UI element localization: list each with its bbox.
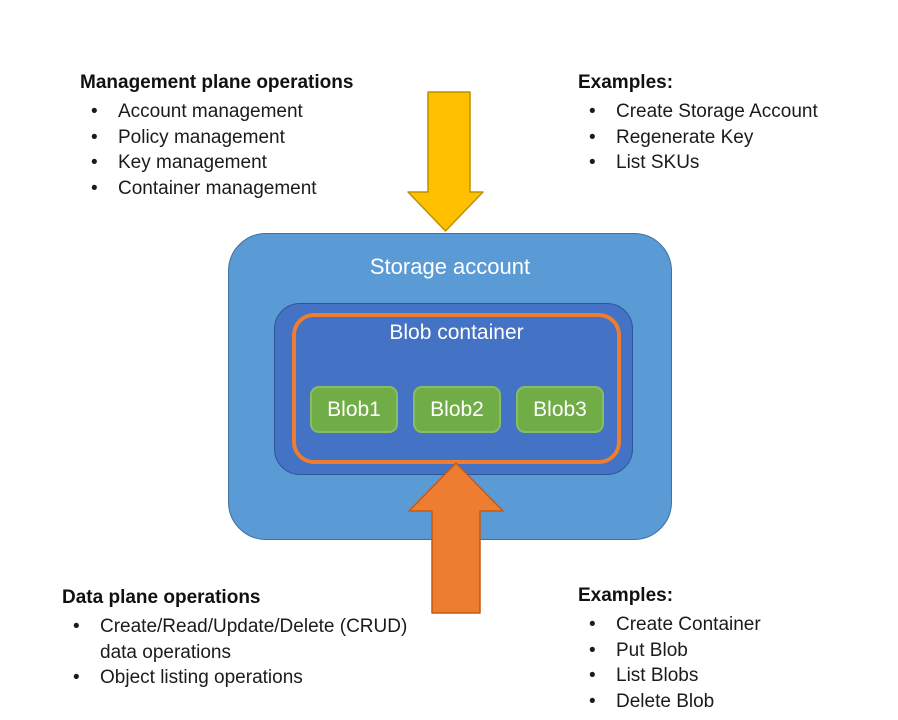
data-plane-list: Create/Read/Update/Delete (CRUD) data op…	[62, 614, 424, 691]
data-examples-heading: Examples:	[578, 585, 674, 606]
list-item: Account management	[80, 99, 410, 125]
list-item: Key management	[80, 150, 410, 176]
management-examples-panel: Examples: Create Storage Account Regener…	[578, 70, 878, 176]
data-examples-panel: Examples: Create Container Put Blob List…	[578, 583, 878, 714]
list-item: Create Container	[578, 612, 878, 638]
list-item: Put Blob	[578, 638, 878, 664]
list-item: List Blobs	[578, 663, 878, 689]
data-examples-list: Create Container Put Blob List Blobs Del…	[578, 612, 878, 714]
management-plane-heading: Management plane operations	[80, 72, 354, 93]
storage-account-label: Storage account	[369, 254, 531, 279]
list-item: List SKUs	[578, 150, 878, 176]
blob-container-outline	[292, 313, 621, 464]
management-plane-down-arrow-icon	[407, 91, 484, 232]
data-plane-heading: Data plane operations	[62, 587, 261, 608]
management-plane-list: Account management Policy management Key…	[80, 99, 410, 201]
blob-box: Blob1	[310, 386, 398, 433]
management-examples-heading: Examples:	[578, 72, 674, 93]
data-plane-panel: Data plane operations Create/Read/Update…	[62, 585, 424, 691]
management-plane-panel: Management plane operations Account mana…	[80, 70, 410, 201]
blob-container-label: Blob container	[389, 321, 524, 344]
list-item: Regenerate Key	[578, 125, 878, 151]
blob-box: Blob3	[516, 386, 604, 433]
blob-box: Blob2	[413, 386, 501, 433]
list-item: Delete Blob	[578, 689, 878, 715]
list-item: Policy management	[80, 125, 410, 151]
list-item: Container management	[80, 176, 410, 202]
list-item: Create/Read/Update/Delete (CRUD) data op…	[62, 614, 424, 665]
management-examples-list: Create Storage Account Regenerate Key Li…	[578, 99, 878, 176]
list-item: Create Storage Account	[578, 99, 878, 125]
list-item: Object listing operations	[62, 665, 424, 691]
